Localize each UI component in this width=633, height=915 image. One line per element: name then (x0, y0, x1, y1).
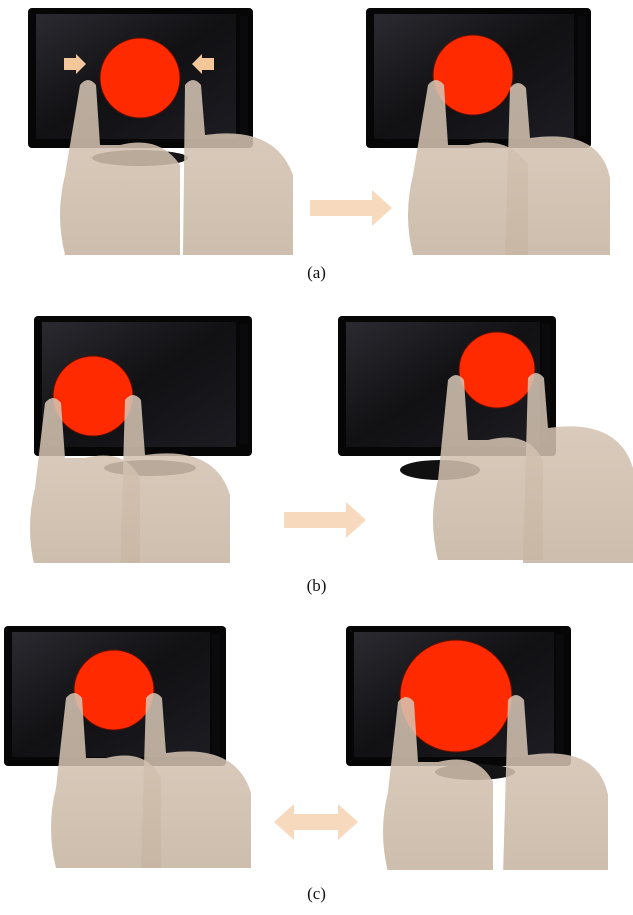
row-a: (a) (0, 0, 633, 290)
hands-left-c (51, 693, 251, 868)
red-circle (458, 331, 536, 409)
caption-b: (b) (306, 576, 327, 595)
hands-left-b (30, 395, 230, 563)
hands-right-a (408, 80, 610, 255)
red-circle (432, 34, 514, 116)
caption-c: (c) (307, 884, 326, 903)
hands-left-a (60, 80, 293, 255)
red-circle (73, 649, 155, 731)
small-arrow-icon (64, 54, 214, 74)
row-b-illustration (30, 316, 633, 563)
hands-right-b (433, 373, 633, 563)
caption-a: (a) (307, 263, 326, 282)
row-b: (b) (0, 308, 633, 608)
row-a-illustration (28, 8, 610, 255)
red-circle (399, 639, 513, 753)
double-arrow-icon (274, 804, 358, 840)
row-c-illustration (4, 626, 608, 870)
right-arrow-icon (284, 502, 366, 538)
red-circle (52, 355, 134, 437)
red-circle (99, 37, 181, 119)
row-c: (c) (0, 620, 633, 915)
hands-right-c (383, 695, 608, 870)
right-arrow-icon (310, 190, 392, 226)
